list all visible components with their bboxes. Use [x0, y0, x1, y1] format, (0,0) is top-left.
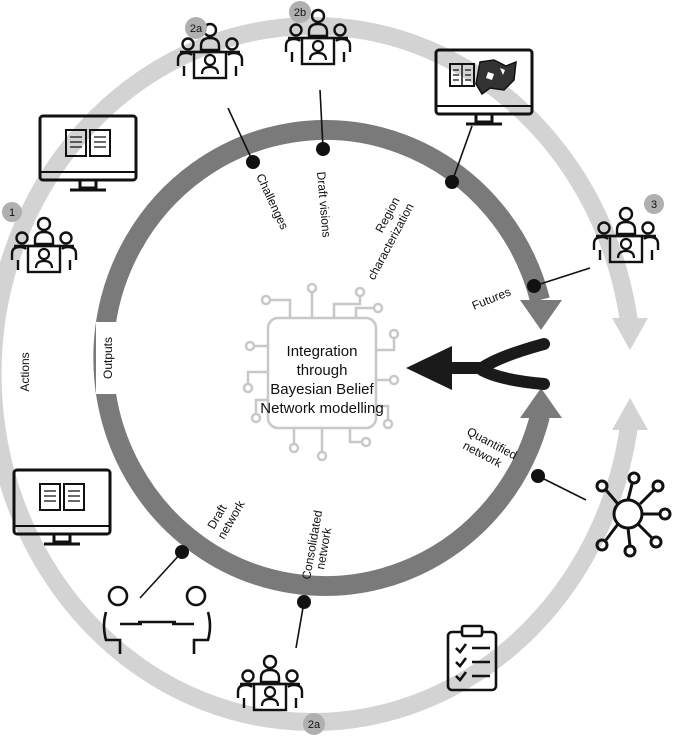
connector-dots — [175, 142, 545, 609]
center-line-3: Bayesian Belief — [270, 381, 374, 398]
badge-1: 1 — [2, 202, 22, 222]
center-title: Integration through Bayesian Belief Netw… — [260, 343, 383, 417]
label-draft-visions: Draft visions — [314, 171, 334, 238]
label-challenges: Challenges — [253, 171, 291, 231]
meeting-people-icon — [236, 654, 304, 712]
badge-1-text: 1 — [9, 207, 15, 219]
monitor-book-icon — [12, 468, 112, 546]
merge-arrow — [406, 338, 550, 390]
interview-icon — [102, 585, 212, 654]
badge-2b-text: 2b — [294, 7, 306, 19]
label-actions: Actions — [18, 352, 32, 391]
connectors — [139, 89, 591, 649]
actions-gap — [10, 336, 38, 408]
checklist-icon — [446, 624, 498, 692]
badge-2a-top-text: 2a — [190, 23, 203, 35]
badge-3-text: 3 — [651, 199, 657, 211]
center-line-2: through — [297, 362, 348, 379]
badge-2a-bottom: 2a — [303, 713, 325, 735]
label-outputs: Outputs — [101, 337, 115, 379]
badge-3: 3 — [644, 194, 664, 214]
label-futures: Futures — [470, 285, 513, 313]
inner-ring — [93, 120, 562, 596]
center-line-1: Integration — [287, 343, 358, 360]
badge-2b: 2b — [289, 1, 311, 23]
badge-2a-top: 2a — [185, 17, 207, 39]
center-line-4: Network modelling — [260, 400, 383, 417]
step-badges: 1 2a 2b 3 2a — [2, 1, 664, 735]
badge-2a-bottom-text: 2a — [308, 719, 321, 731]
circuit-icon — [242, 282, 400, 462]
network-graph-icon — [595, 471, 672, 558]
